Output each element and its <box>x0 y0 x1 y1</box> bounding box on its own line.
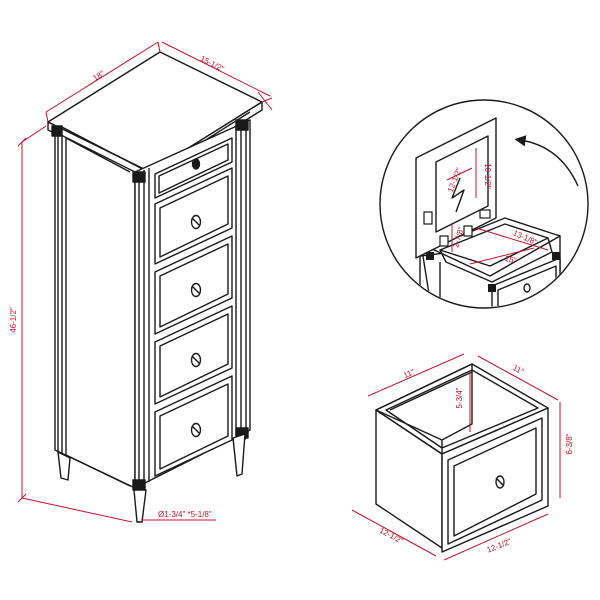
drawer-detail-view: 11" 11" 5-3/4" 6-3/8" 12-1/2" 12-1/2" <box>351 353 574 561</box>
lid-detail-view: 12-1/2" 10-1/2" 2-7/8" 13-1/8" 15" <box>379 99 589 309</box>
depth-dimension-line <box>161 41 271 97</box>
corner-block <box>132 171 146 183</box>
corner-block <box>235 119 249 131</box>
lid-mirror <box>435 135 489 233</box>
cabinet-legs <box>57 433 246 523</box>
cabinet-drawer-4[interactable] <box>154 375 233 477</box>
cabinet-top-drawer[interactable] <box>154 137 233 199</box>
drawer-pull-icon <box>190 422 202 438</box>
compartment-width-label: 15" <box>504 254 518 265</box>
drawer-pull-icon <box>190 282 202 298</box>
corner-block <box>51 125 63 137</box>
drawer-pull-icon <box>190 214 202 230</box>
hinge-icon <box>479 209 491 219</box>
corner-block <box>552 252 560 260</box>
drawer-pull-icon <box>190 352 202 368</box>
mirror-height-label: 10-1/2" <box>483 163 492 189</box>
drawer-outer-height-label: 6-3/8" <box>565 433 574 454</box>
corner-block <box>132 479 146 491</box>
hinge-icon <box>423 211 433 225</box>
drawer-inner-height-label: 5-3/4" <box>455 387 464 408</box>
corner-block <box>488 284 496 292</box>
drawer-front <box>441 407 549 553</box>
width-dimension-line <box>45 41 159 113</box>
cabinet-drawer-2[interactable] <box>154 235 233 335</box>
drawer-pull-icon <box>191 158 201 170</box>
drawer-top-right-label: 11" <box>511 363 525 376</box>
drawer-pull-icon <box>523 283 531 293</box>
drawer-bottom-left-label: 12-1/2" <box>378 526 405 546</box>
curved-arrow-icon <box>514 135 579 187</box>
cabinet-height-label: 46-1/2" <box>9 307 18 333</box>
drawer-top-left-label: 11" <box>402 367 416 380</box>
tall-cabinet: 18" 15-1/2" 46-1/2" Ø1-3/4" *5-1/8" <box>9 41 273 523</box>
cabinet-leg-label: Ø1-3/4" *5-1/8" <box>158 510 212 519</box>
drawer-pull-icon <box>495 475 505 489</box>
cabinet-width-label: 18" <box>91 69 106 83</box>
cabinet-drawer-3[interactable] <box>154 305 233 405</box>
corner-block <box>426 252 434 260</box>
mirror-glare-icon <box>451 177 465 213</box>
cabinet-drawer-1[interactable] <box>154 167 233 265</box>
cabinet-depth-label: 15-1/2" <box>199 54 226 74</box>
cabinet-left-side <box>54 131 136 489</box>
detail-circle <box>379 99 589 309</box>
